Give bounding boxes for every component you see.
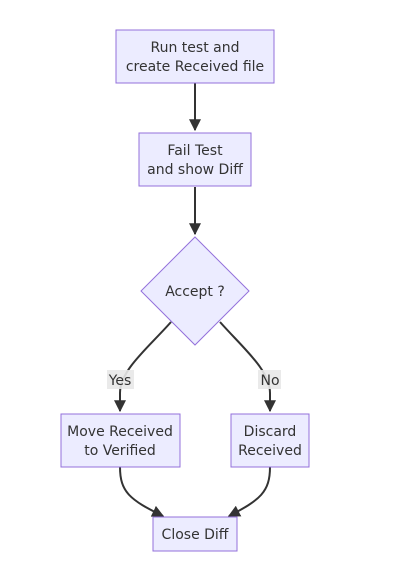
edge-accept-to-discard-received bbox=[219, 321, 276, 413]
node-move-received-line1: Move Received bbox=[67, 424, 173, 440]
node-fail-test-line2: and show Diff bbox=[147, 162, 243, 178]
node-run-test: Run test and create Received file bbox=[115, 29, 275, 84]
node-move-received-line2: to Verified bbox=[84, 443, 156, 459]
node-fail-test: Fail Test and show Diff bbox=[138, 132, 252, 187]
node-close-diff-label: Close Diff bbox=[162, 527, 229, 543]
decision-accept: Accept ? bbox=[140, 236, 250, 346]
edge-label-yes-text: Yes bbox=[108, 373, 132, 389]
edge-move-received-to-close-diff bbox=[119, 466, 165, 517]
node-move-received: Move Received to Verified bbox=[60, 413, 181, 468]
decision-accept-label: Accept ? bbox=[165, 284, 225, 300]
edge-label-no-text: No bbox=[260, 373, 279, 389]
edge-label-yes: Yes bbox=[107, 370, 134, 389]
node-run-test-line1: Run test and bbox=[151, 40, 240, 56]
node-discard-received-line2: Received bbox=[238, 443, 302, 459]
node-run-test-line2: create Received file bbox=[126, 59, 264, 75]
node-close-diff: Close Diff bbox=[152, 516, 238, 552]
node-discard-received-line1: Discard bbox=[244, 424, 297, 440]
edge-accept-to-move-received bbox=[114, 321, 172, 413]
edge-discard-received-to-close-diff bbox=[227, 466, 271, 517]
node-fail-test-line1: Fail Test bbox=[167, 143, 223, 159]
edge-label-no: No bbox=[258, 370, 281, 389]
node-discard-received: Discard Received bbox=[230, 413, 310, 468]
